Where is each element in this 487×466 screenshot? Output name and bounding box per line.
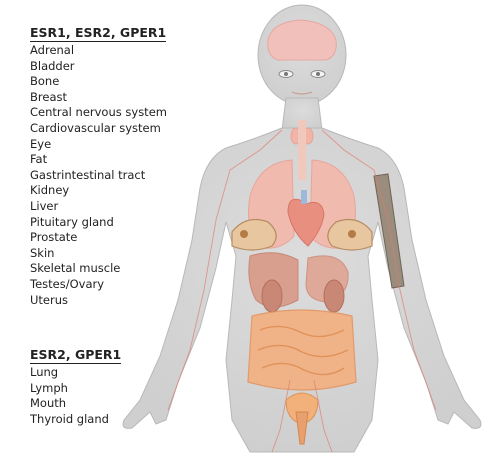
list-item: Breast — [30, 90, 220, 106]
group-title: ESR2, GPER1 — [30, 348, 121, 364]
list-item: Cardiovascular system — [30, 121, 220, 137]
list-item: Pituitary gland — [30, 215, 220, 231]
list-item: Uterus — [30, 293, 220, 309]
list-item: Prostate — [30, 230, 220, 246]
list-item: Lymph — [30, 381, 220, 397]
list-item: Skeletal muscle — [30, 261, 220, 277]
list-item: Lung — [30, 365, 220, 381]
list-item: Fat — [30, 152, 220, 168]
list-item: Testes/Ovary — [30, 277, 220, 293]
receptor-group-2: ESR2, GPER1 Lung Lymph Mouth Thyroid gla… — [30, 344, 220, 427]
intestines-icon — [248, 310, 356, 390]
list-item: Gastrintestinal tract — [30, 168, 220, 184]
list-item: Eye — [30, 137, 220, 153]
list-item: Bone — [30, 74, 220, 90]
group-title: ESR1, ESR2, GPER1 — [30, 26, 166, 42]
list-item: Central nervous system — [30, 105, 220, 121]
list-item: Mouth — [30, 396, 220, 412]
receptor-group-1: ESR1, ESR2, GPER1 Adrenal Bladder Bone B… — [30, 22, 220, 308]
list-item: Skin — [30, 246, 220, 262]
list-item: Kidney — [30, 183, 220, 199]
list-item: Liver — [30, 199, 220, 215]
trachea — [298, 120, 306, 180]
list-item: Bladder — [30, 59, 220, 75]
list-item: Thyroid gland — [30, 412, 220, 428]
aorta — [301, 190, 307, 204]
list-item: Adrenal — [30, 43, 220, 59]
